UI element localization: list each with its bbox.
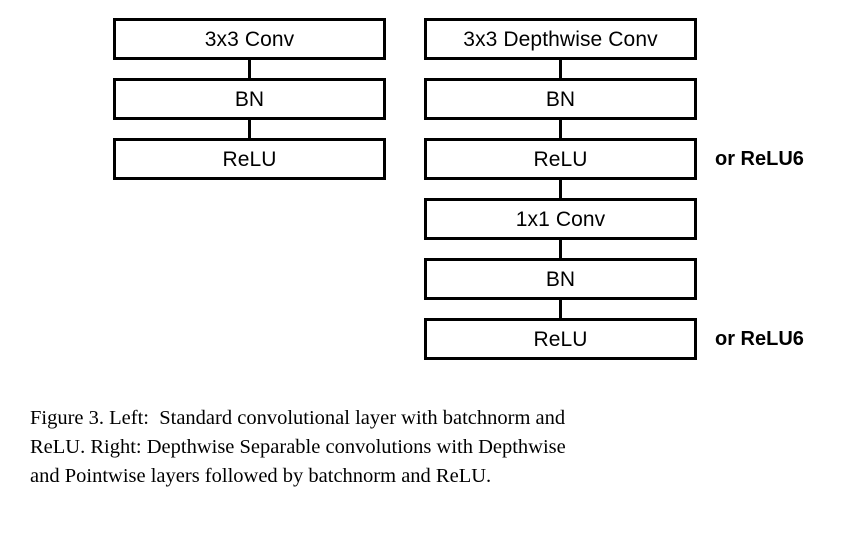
node-row: ReLU or ReLU6 [424, 318, 804, 378]
block-3x3-conv[interactable]: 3x3 Conv [113, 18, 386, 60]
connector-line [248, 60, 251, 78]
relu6-annotation-2: or ReLU6 [715, 328, 804, 350]
block-relu-2[interactable]: ReLU [424, 318, 697, 360]
node-row: BN [113, 78, 386, 138]
block-bn-2[interactable]: BN [424, 258, 697, 300]
block-label: 3x3 Conv [204, 27, 295, 51]
block-bn[interactable]: BN [113, 78, 386, 120]
block-label: ReLU [533, 327, 588, 351]
caption-line-1: Figure 3. Left: Standard convolutional l… [30, 407, 566, 429]
block-label: ReLU [533, 147, 588, 171]
node-row: ReLU [113, 138, 386, 198]
block-label: BN [545, 267, 576, 291]
connector-line [559, 180, 562, 198]
caption-line-2: ReLU. Right: Depthwise Separable convolu… [30, 436, 566, 458]
block-bn-1[interactable]: BN [424, 78, 697, 120]
block-relu[interactable]: ReLU [113, 138, 386, 180]
block-label: 1x1 Conv [515, 207, 606, 231]
node-row: 3x3 Depthwise Conv [424, 18, 697, 78]
depthwise-separable-convolution-column: 3x3 Depthwise Conv BN ReLU or ReLU6 [424, 18, 804, 378]
diagram-canvas: 3x3 Conv BN ReLU 3x3 Depthwise Conv [113, 18, 804, 378]
figure-caption: Figure 3. Left: Standard convolutional l… [30, 404, 730, 491]
block-3x3-depthwise-conv[interactable]: 3x3 Depthwise Conv [424, 18, 697, 60]
caption-line-3: and Pointwise layers followed by batchno… [30, 465, 492, 487]
connector-line [559, 60, 562, 78]
relu6-annotation-1: or ReLU6 [715, 148, 804, 170]
block-label: 3x3 Depthwise Conv [463, 27, 658, 51]
connector-line [559, 300, 562, 318]
block-label: BN [545, 87, 576, 111]
standard-convolution-column: 3x3 Conv BN ReLU [113, 18, 386, 198]
connector-line [248, 120, 251, 138]
block-1x1-conv[interactable]: 1x1 Conv [424, 198, 697, 240]
node-row: BN [424, 258, 697, 318]
block-relu-1[interactable]: ReLU [424, 138, 697, 180]
node-row: ReLU or ReLU6 [424, 138, 804, 198]
node-row: BN [424, 78, 697, 138]
connector-line [559, 240, 562, 258]
node-row: 1x1 Conv [424, 198, 697, 258]
block-label: BN [234, 87, 265, 111]
block-label: ReLU [222, 147, 277, 171]
node-row: 3x3 Conv [113, 18, 386, 78]
connector-line [559, 120, 562, 138]
